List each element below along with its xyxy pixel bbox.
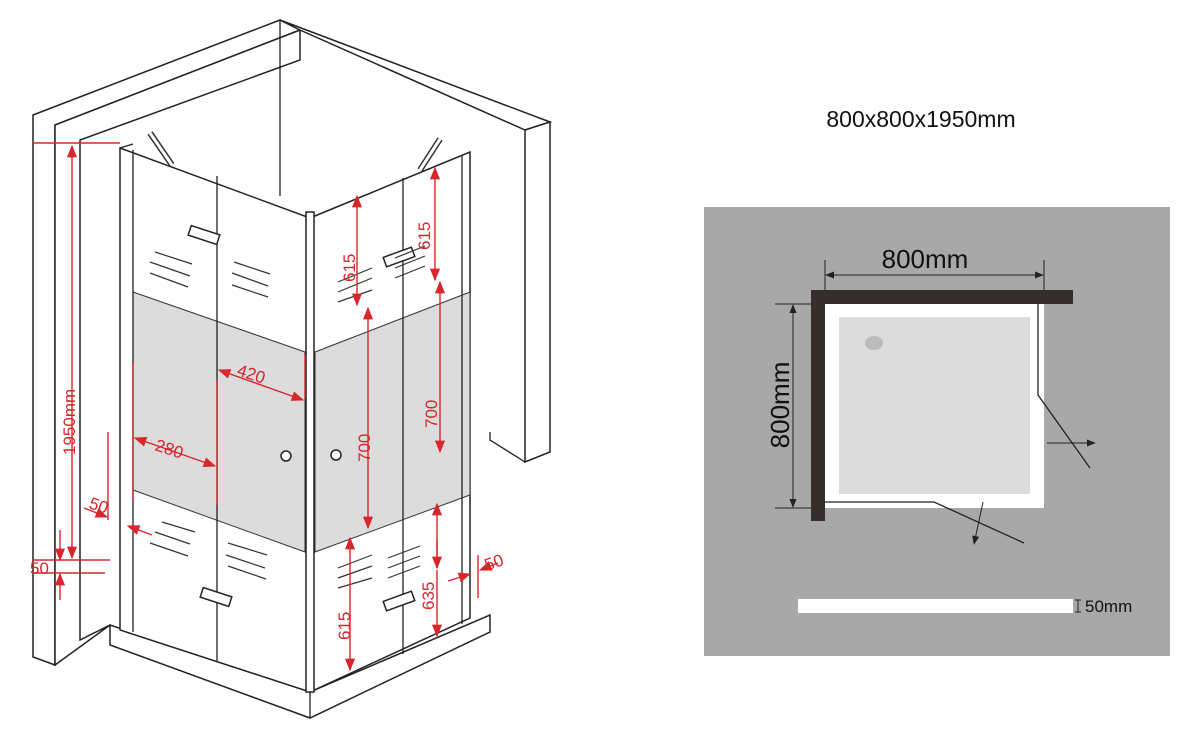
door-knob-front bbox=[280, 450, 292, 462]
front-bottom-label: 615 bbox=[335, 612, 354, 640]
door-knob-right bbox=[330, 449, 342, 461]
tray-height-label: 50mm bbox=[1085, 597, 1132, 616]
height-label: 1950mm bbox=[60, 389, 79, 455]
plan-wall-top bbox=[811, 290, 1073, 304]
dimensions-title: 800x800x1950mm bbox=[826, 106, 1015, 132]
hinge-bottom-front bbox=[199, 586, 233, 608]
plan-width-label: 800mm bbox=[882, 244, 969, 274]
door-swing-arrow-front bbox=[972, 501, 984, 545]
right-wall bbox=[279, 19, 553, 131]
front-panels bbox=[119, 143, 311, 694]
right-band-height-label: 700 bbox=[422, 400, 441, 428]
drain-icon bbox=[865, 336, 883, 350]
walls bbox=[32, 19, 553, 667]
left-band-height-label: 700 bbox=[355, 434, 374, 462]
right-offset-label: 50 bbox=[482, 550, 506, 574]
left-offset-label: 50 bbox=[87, 494, 111, 518]
hinge-top-front bbox=[187, 224, 221, 246]
tray-height-marker bbox=[1075, 599, 1081, 613]
plan-view: 800mm 800mm 50mm bbox=[704, 207, 1170, 656]
right-top-label: 615 bbox=[415, 222, 434, 250]
left-wall-side bbox=[54, 28, 301, 667]
hinge-bottom-right bbox=[382, 590, 416, 612]
plan-depth-label: 800mm bbox=[765, 362, 795, 449]
plan-wall-left bbox=[811, 290, 825, 521]
frosted-band-right bbox=[314, 291, 471, 553]
right-wall-floor-line bbox=[489, 432, 526, 463]
corner-post bbox=[305, 211, 315, 693]
base-height-label: 50 bbox=[30, 559, 49, 578]
right-bottom-label: 635 bbox=[419, 582, 438, 610]
right-panels bbox=[305, 150, 471, 694]
tray-height-bar bbox=[798, 599, 1073, 613]
wall-brackets bbox=[147, 131, 443, 172]
front-top-label: 615 bbox=[340, 254, 359, 282]
right-wall-front bbox=[524, 120, 551, 464]
glass-reflection-marks bbox=[149, 251, 271, 580]
